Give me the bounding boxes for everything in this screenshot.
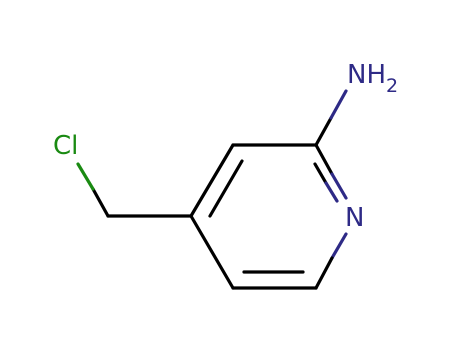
ring-nitrogen-label: N [345,203,364,233]
amine-subscript: 2 [386,75,398,97]
bond-c2-n1-inner-black [313,162,328,185]
bond-c5-c4 [189,214,235,290]
substituents [76,89,348,218]
pyridine-ring [189,143,348,290]
bond-c4-c3 [189,143,235,218]
bond-c2-n1-black [314,143,334,176]
bond-c2-n1-blue [330,172,348,200]
chlorine-label: Cl [53,131,78,161]
bond-n1-c6-black [314,256,334,290]
bond-c2-nh2-black [314,116,333,147]
bond-ch2-cl-black [91,187,110,218]
amine-label: NH2 [347,60,398,97]
bond-c4-c3-inner [208,159,244,218]
bond-c2-n1-inner-blue [324,181,339,203]
bond-n1-c6-blue [330,232,348,260]
bond-ch2-cl-green [76,162,95,191]
amine-symbol: NH [347,60,386,90]
bond-c2-nh2-blue [329,89,348,120]
